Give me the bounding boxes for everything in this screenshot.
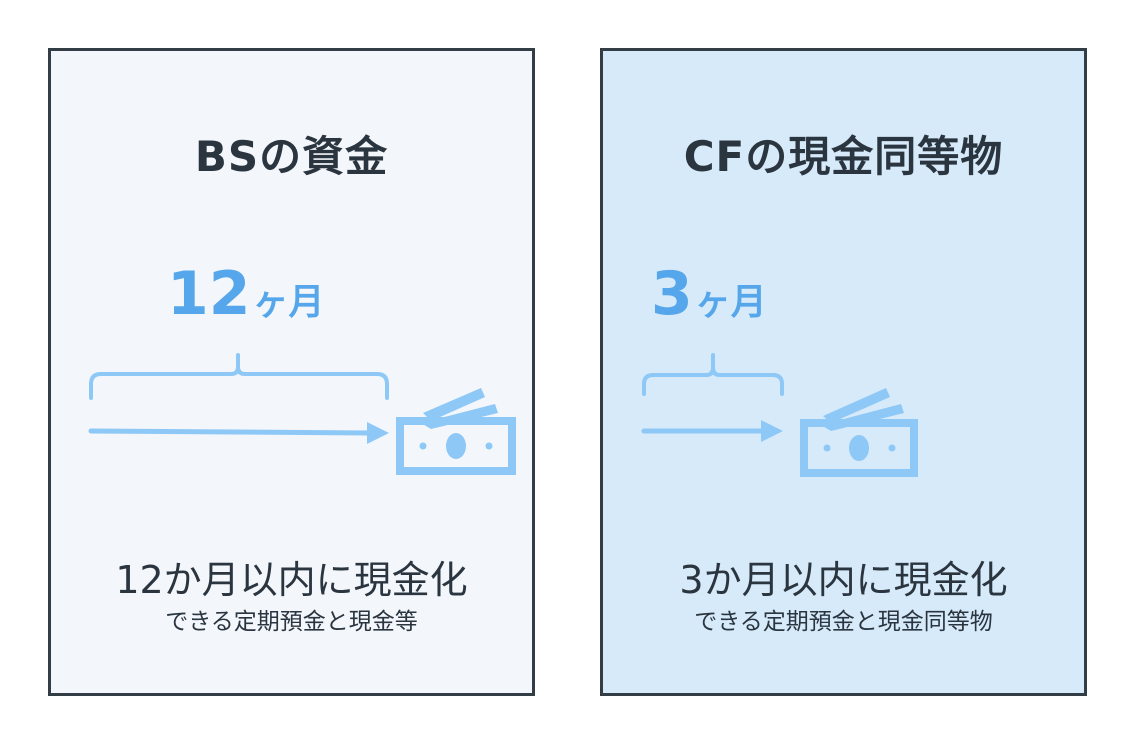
curly-brace-icon [642,353,784,396]
cf-timeline-graphic [641,353,918,477]
right-arrow-icon [88,422,389,444]
banknote-stack-icon [800,388,918,477]
cf-cash-equivalents-panel: CFの現金同等物 3ヶ月 3か月以内に現金化 できる定期預金と現金同等 [600,48,1087,696]
bs-panel-title: BSの資金 [194,132,389,181]
banknote-stack-icon [396,388,516,475]
bs-caption-sub: できる定期預金と現金等 [165,609,418,635]
curly-brace-icon [89,353,389,400]
bs-timeline-graphic [88,353,516,475]
bs-period-number: 12 [167,259,251,329]
bs-period-unit: ヶ月 [252,282,325,323]
right-arrow-icon [641,420,783,442]
cf-period-label: 3ヶ月 [651,259,767,329]
bs-period-label: 12ヶ月 [167,259,325,329]
cf-caption-sub: できる定期預金と現金同等物 [694,609,993,635]
bs-funds-panel: BSの資金 12ヶ月 12か月以内に現金化 できる定期預金と現金等 [48,48,535,696]
bs-caption-main: 12か月以内に現金化 [115,558,468,602]
cf-caption-main: 3か月以内に現金化 [679,558,1008,602]
cf-period-number: 3 [651,259,693,329]
cf-panel-title: CFの現金同等物 [683,132,1004,181]
cf-period-unit: ヶ月 [694,282,767,323]
